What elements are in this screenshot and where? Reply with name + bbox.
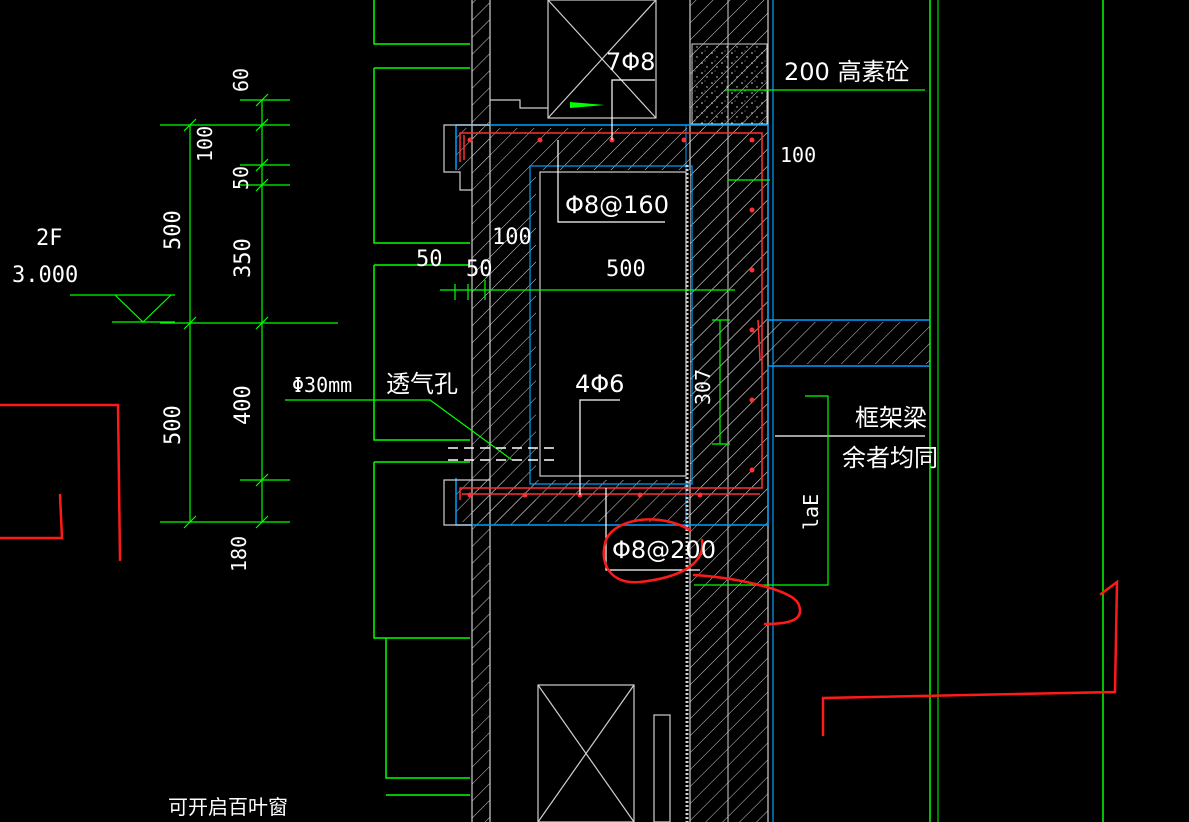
dim-left-350: 350: [231, 238, 256, 278]
right-grid-lines: [929, 0, 1104, 822]
dim-left-180: 180: [227, 536, 251, 572]
vent-label: 透气孔: [386, 370, 458, 398]
rebar-inner-label: 4Φ6: [575, 370, 624, 398]
vent-hole: [448, 447, 558, 461]
arrow-marker: [570, 102, 605, 108]
stirrup-160-label: Φ8@160: [565, 191, 669, 219]
dim-left-500-top: 500: [161, 210, 186, 250]
dimension-ticks: [183, 93, 269, 529]
dim-100-right: 100: [780, 143, 816, 167]
lae-label: laE: [799, 494, 823, 530]
others-same-label: 余者均同: [842, 444, 938, 472]
rebar-top-label: 7Φ8: [606, 48, 655, 76]
window-frame: [373, 0, 470, 796]
dim-500-h: 500: [606, 257, 646, 282]
frame-beam-label: 框架梁: [855, 404, 927, 432]
dim-50-a: 50: [416, 247, 443, 272]
upper-window-box: [490, 0, 657, 119]
dim-left-500-bot: 500: [161, 405, 186, 445]
louver-label: 可开启百叶窗: [168, 795, 288, 819]
floor-elevation: 3.000: [12, 263, 78, 288]
dim-50-b: 50: [466, 257, 493, 282]
leaders: [557, 79, 925, 571]
vent-size-label: Φ30mm: [292, 373, 352, 397]
dim-307: 307: [691, 369, 715, 405]
dim-left-400: 400: [231, 385, 256, 425]
stirrup-200-label: Φ8@200: [612, 536, 716, 564]
lower-window-box: [537, 684, 671, 822]
left-wall-strip: [471, 0, 491, 822]
concrete-label: 200 高素砼: [784, 58, 909, 86]
dim-left-100: 100: [193, 126, 217, 162]
dim-100-left: 100: [492, 225, 532, 250]
floor-name: 2F: [36, 226, 63, 251]
dim-left-50: 50: [229, 166, 253, 190]
red-markup: [0, 403, 1119, 737]
concrete-block: [691, 43, 768, 125]
dim-left-60: 60: [229, 68, 253, 92]
rebar-cage: [459, 132, 763, 500]
